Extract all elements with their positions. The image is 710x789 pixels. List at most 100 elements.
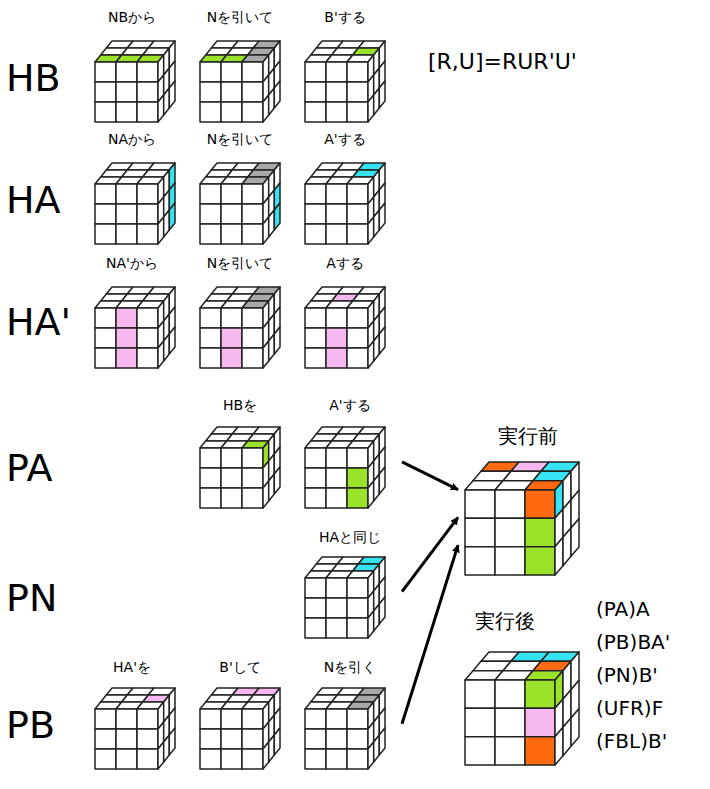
- cube-sticker: [495, 518, 525, 546]
- cube-sticker: [169, 203, 175, 230]
- cube-sticker: [263, 481, 269, 508]
- cube-sticker: [305, 184, 326, 204]
- state-caption: Nを引く: [298, 660, 402, 675]
- cube-sticker: [379, 728, 385, 755]
- cube-sticker: [242, 204, 263, 224]
- cube-sticker: [347, 348, 368, 368]
- cube-sticker: [347, 749, 368, 769]
- cube-sticker: [368, 95, 374, 122]
- cube-sticker: [374, 88, 380, 115]
- cube-sticker: [347, 578, 368, 598]
- cube-sticker: [242, 102, 263, 122]
- row-label: HA: [6, 180, 61, 222]
- cube-sticker: [379, 597, 385, 624]
- cube-sticker: [221, 729, 242, 749]
- cube-sticker: [269, 474, 275, 501]
- cube-sticker: [368, 611, 374, 638]
- cube-sticker: [169, 327, 175, 354]
- step-caption: NBから: [108, 10, 156, 25]
- cube-sticker: [95, 224, 116, 244]
- flow-arrow: [402, 545, 458, 724]
- cube-sticker: [95, 709, 116, 729]
- step-caption: NAから: [108, 132, 156, 147]
- cube-sticker: [347, 62, 368, 82]
- cube-state: 実行前: [458, 425, 598, 579]
- cube-sticker: [200, 488, 221, 508]
- cube-sticker: [465, 737, 495, 765]
- cube-sticker: [347, 448, 368, 468]
- cube-sticker: [164, 735, 170, 762]
- cube-sticker: [347, 729, 368, 749]
- cube-sticker: [465, 708, 495, 736]
- cube-sticker: [525, 708, 555, 736]
- cube-sticker: [137, 82, 158, 102]
- flow-arrow: [402, 517, 458, 591]
- cube-sticker: [158, 217, 164, 244]
- cube-sticker: [274, 327, 280, 354]
- step-caption: NA'から: [106, 256, 158, 271]
- cube-sticker: [347, 488, 368, 508]
- cube-sticker: [158, 95, 164, 122]
- cube-sticker: [242, 448, 263, 468]
- cube-sticker: [137, 224, 158, 244]
- cube-sticker: [158, 341, 164, 368]
- cube-sticker: [347, 102, 368, 122]
- cube-sticker: [347, 328, 368, 348]
- row-label: PN: [6, 578, 57, 620]
- cube-sticker: [305, 308, 326, 328]
- cube-sticker: [525, 547, 555, 575]
- cube-sticker: [116, 308, 137, 328]
- cube-sticker: [221, 184, 242, 204]
- cube-sticker: [305, 749, 326, 769]
- note-label: (PA)A: [596, 598, 650, 620]
- cube-sticker: [563, 528, 571, 566]
- row-label: HA': [6, 302, 71, 344]
- cube-sticker: [221, 224, 242, 244]
- cube-sticker: [200, 82, 221, 102]
- cube-sticker: [305, 82, 326, 102]
- cube-sticker: [305, 102, 326, 122]
- cube-sticker: [495, 490, 525, 518]
- cube-sticker: [95, 749, 116, 769]
- cube-sticker: [164, 210, 170, 237]
- step-caption: Nを引いて: [207, 256, 273, 271]
- cube-sticker: [495, 547, 525, 575]
- cube-sticker: [221, 468, 242, 488]
- cube-sticker: [269, 88, 275, 115]
- cube-sticker: [200, 749, 221, 769]
- cube-sticker: [326, 448, 347, 468]
- cube-sticker: [137, 709, 158, 729]
- cube-sticker: [374, 474, 380, 501]
- cube-sticker: [95, 308, 116, 328]
- cube-sticker: [263, 95, 269, 122]
- cube-sticker: [326, 184, 347, 204]
- cube-sticker: [368, 481, 374, 508]
- cube-sticker: [137, 204, 158, 224]
- cube-sticker: [347, 709, 368, 729]
- cube-sticker: [326, 709, 347, 729]
- cube-sticker: [368, 742, 374, 769]
- cube-sticker: [269, 735, 275, 762]
- note-label: (FBL)B': [596, 730, 667, 752]
- cube-sticker: [200, 224, 221, 244]
- cube-sticker: [305, 328, 326, 348]
- cube-sticker: [525, 680, 555, 708]
- note-label: (UFR)F: [596, 697, 663, 719]
- cube-sticker: [95, 184, 116, 204]
- step-caption: Nを引いて: [207, 132, 273, 147]
- cube-sticker: [326, 729, 347, 749]
- cube-sticker: [326, 598, 347, 618]
- cube-sticker: [263, 742, 269, 769]
- cube-sticker: [555, 727, 563, 765]
- cube-sticker: [95, 204, 116, 224]
- cube-sticker: [571, 519, 579, 557]
- cube-sticker: [495, 708, 525, 736]
- cube-sticker: [525, 490, 555, 518]
- note-label: 実行後: [475, 610, 535, 632]
- cube-sticker: [326, 62, 347, 82]
- cube-sticker: [326, 578, 347, 598]
- cube-sticker: [95, 102, 116, 122]
- state-caption: A'する: [298, 398, 402, 413]
- cube-sticker: [326, 488, 347, 508]
- cube-sticker: [200, 729, 221, 749]
